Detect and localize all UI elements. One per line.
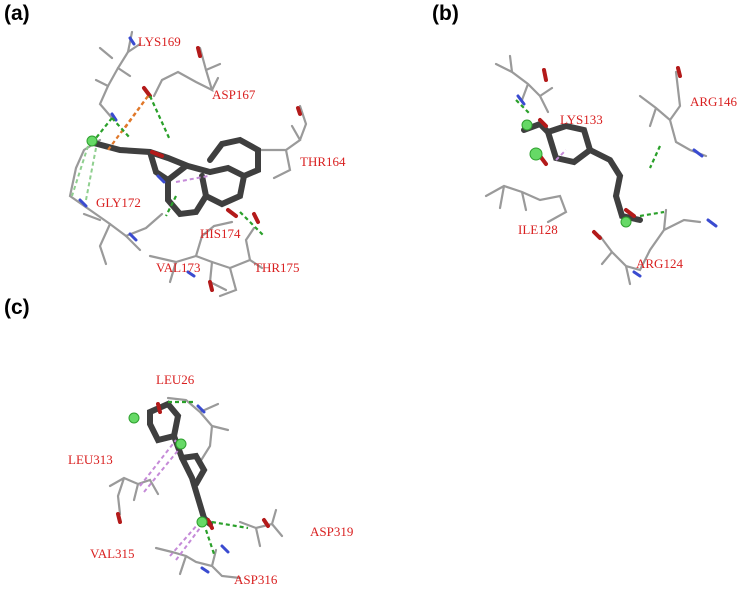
residue-label-thr164: THR164 [300, 154, 346, 169]
panel-a-residue-labels: LYS169 ASP167 THR164 GLY172 HIS174 VAL17… [96, 34, 346, 275]
panel-a-structure: LYS169 ASP167 THR164 GLY172 HIS174 VAL17… [68, 30, 346, 298]
residue-label-val315: VAL315 [90, 546, 135, 561]
panel-a-atoms [78, 36, 302, 292]
residue-label-asp167: ASP167 [212, 87, 256, 102]
panel-b-halogen-atom-1 [521, 119, 533, 131]
panel-b-label: (b) [432, 2, 459, 25]
panel-a-halogen-atom [86, 135, 98, 147]
residue-label-his174: HIS174 [200, 226, 241, 241]
residue-label-val173: VAL173 [156, 260, 201, 275]
panel-b-halogen-atom-3 [620, 216, 632, 228]
residue-label-leu313: LEU313 [68, 452, 113, 467]
panel-b-halogen-atom-2 [529, 147, 543, 161]
panel-c-halogen-atom-2 [175, 438, 187, 450]
residue-label-arg124: ARG124 [636, 256, 683, 271]
panel-c-ligand [147, 400, 213, 527]
residue-label-lys169: LYS169 [138, 34, 181, 49]
panel-c-interactions [139, 400, 249, 561]
panel-a-ligand [87, 136, 261, 218]
residue-label-asp319: ASP319 [310, 524, 353, 539]
panel-a-interactions [71, 95, 265, 237]
panel-c-structure: LEU26 LEU313 ASP319 VAL315 ASP316 [68, 372, 353, 587]
panel-a-residue-sticks [68, 30, 308, 298]
panel-c-halogen-atom-3 [196, 516, 208, 528]
panel-a-label: (a) [4, 2, 30, 25]
residue-label-leu26: LEU26 [156, 372, 195, 387]
residue-label-gly172: GLY172 [96, 195, 141, 210]
residue-label-thr175: THR175 [254, 260, 300, 275]
panel-b-ligand [521, 120, 643, 223]
panel-b-interactions [515, 99, 665, 218]
panel-b-residue-sticks [484, 54, 708, 286]
panel-c-atoms [116, 402, 270, 574]
panel-b-residue-labels: LYS133 ARG146 ILE128 ARG124 [518, 94, 737, 271]
panel-c-residue-labels: LEU26 LEU313 ASP319 VAL315 ASP316 [68, 372, 353, 587]
residue-label-lys133: LYS133 [560, 112, 603, 127]
panel-c-halogen-atom-1 [128, 412, 140, 424]
residue-label-asp316: ASP316 [234, 572, 278, 587]
panel-b-atoms [516, 66, 718, 278]
panel-c-label: (c) [4, 296, 30, 319]
residue-label-ile128: ILE128 [518, 222, 558, 237]
panel-b-structure: LYS133 ARG146 ILE128 ARG124 [484, 54, 737, 286]
residue-label-arg146: ARG146 [690, 94, 737, 109]
